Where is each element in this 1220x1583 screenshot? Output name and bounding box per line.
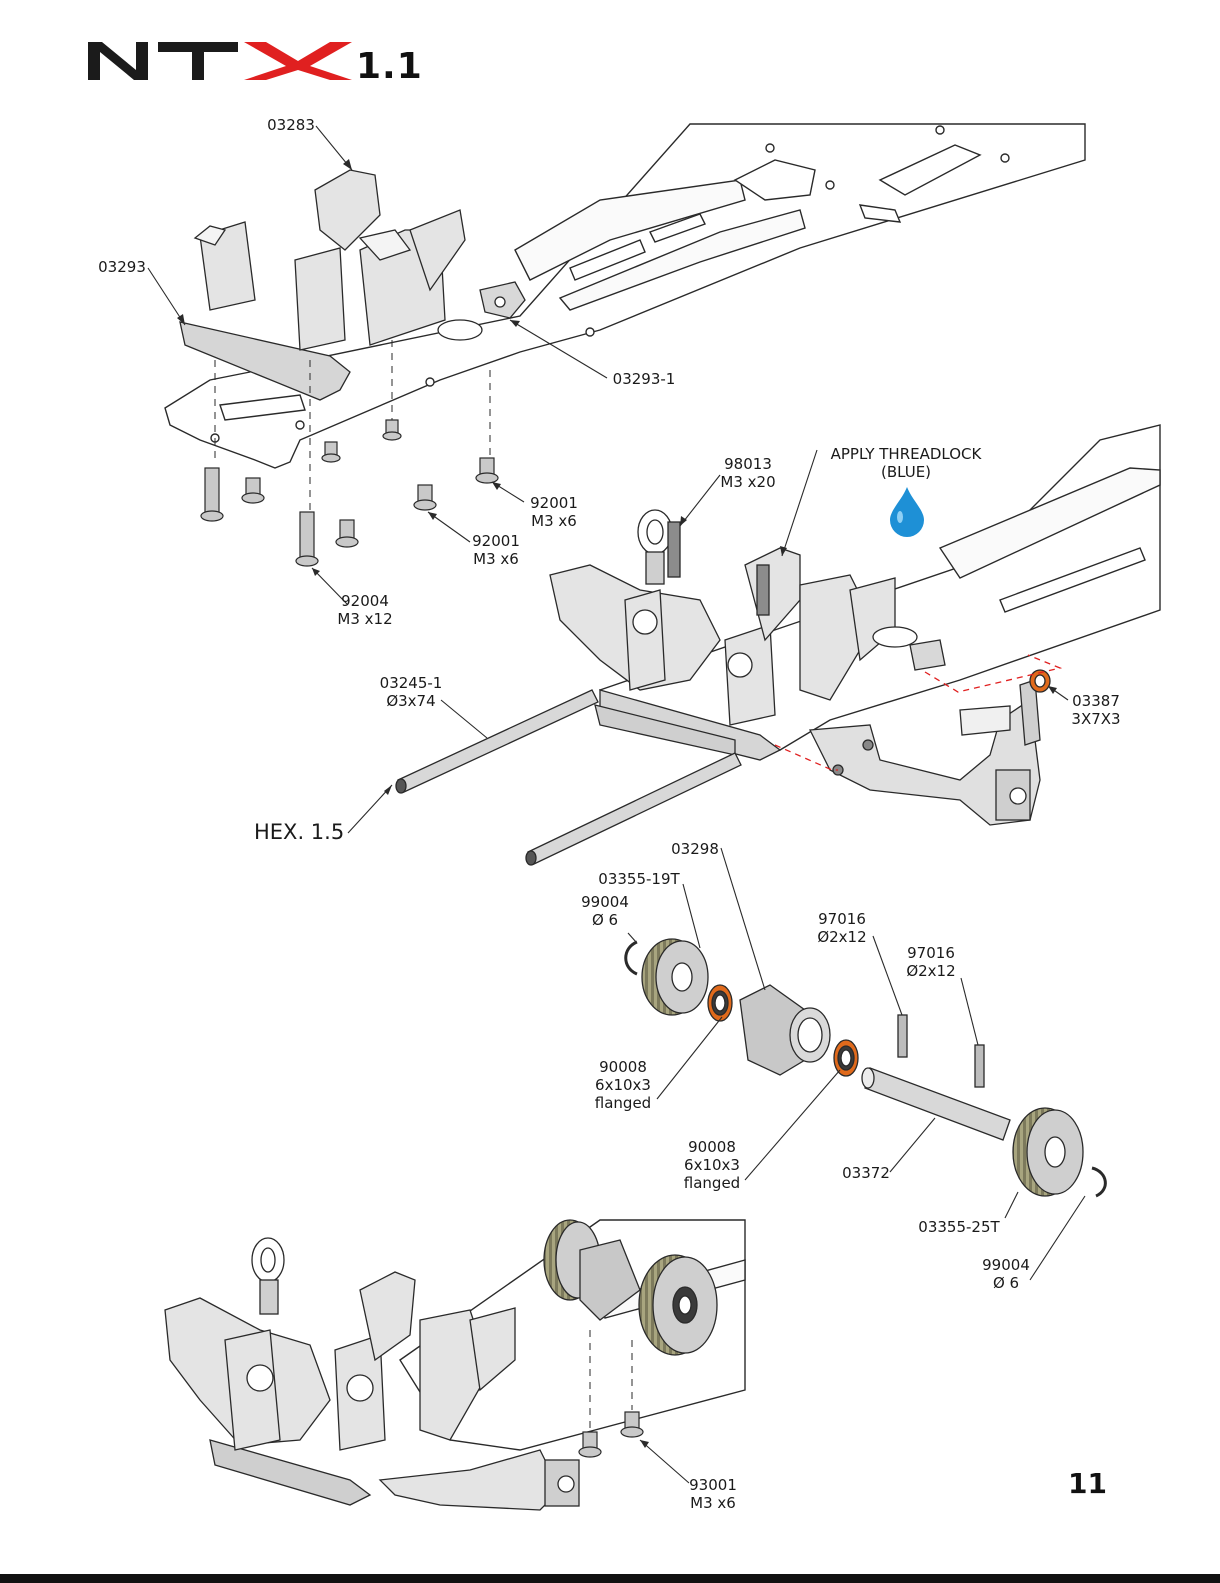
- callout-03293-1: 03293-1: [608, 370, 680, 388]
- callout-03298: 03298: [667, 840, 723, 858]
- callout-03293: 03293: [94, 258, 150, 276]
- bottom-rule: [0, 1574, 1220, 1583]
- callout-03372: 03372: [838, 1164, 894, 1182]
- page-number: 11: [1068, 1467, 1107, 1500]
- callout-hex: HEX. 1.5: [254, 820, 354, 844]
- callout-03355-19t: 03355-19T: [594, 870, 684, 888]
- threadlock-drop: [890, 487, 924, 537]
- callout-03355-25t: 03355-25T: [914, 1218, 1004, 1236]
- callout-threadlock: APPLY THREADLOCK(BLUE): [816, 445, 996, 481]
- logo-version: 1.1: [356, 46, 423, 87]
- callout-03283: 03283: [263, 116, 319, 134]
